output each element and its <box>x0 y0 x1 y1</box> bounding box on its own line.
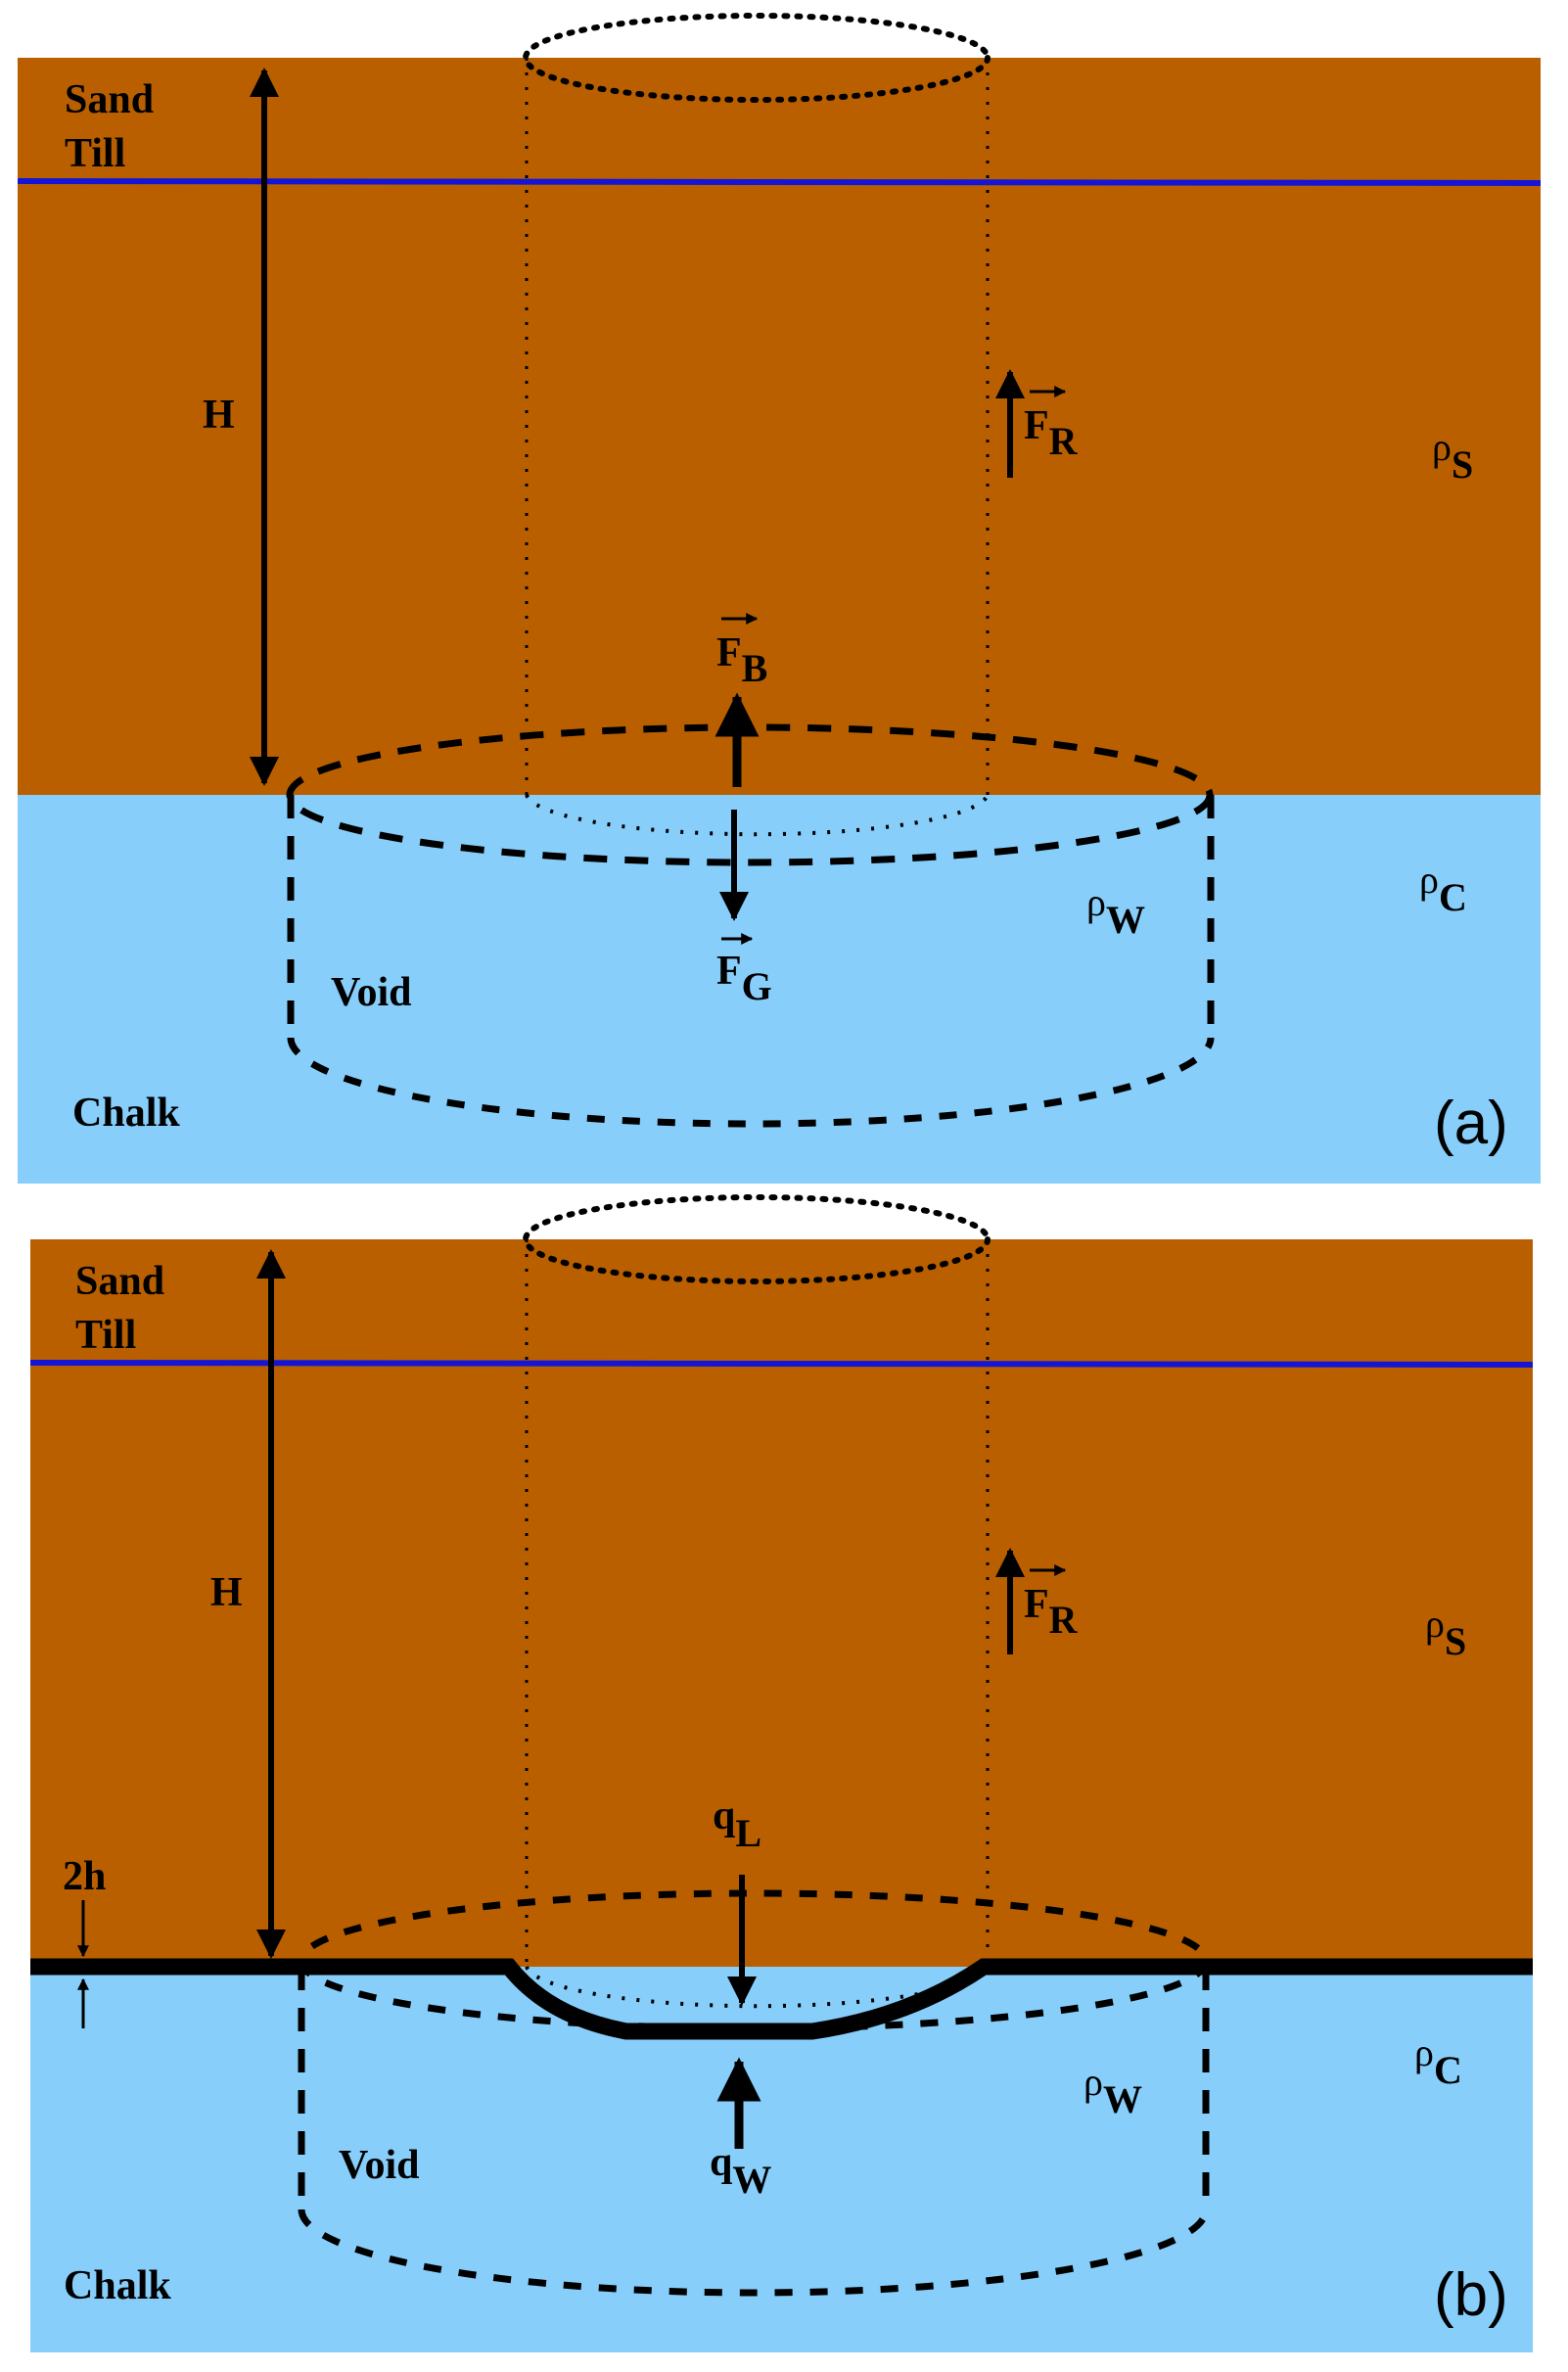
soil-layer <box>18 58 1541 795</box>
friction-force-label: FR <box>1024 403 1079 463</box>
panel-tag: (b) <box>1434 2261 1508 2329</box>
chalk-label: Chalk <box>64 2263 171 2308</box>
void-label: Void <box>339 2143 420 2188</box>
panel-a: Sand Till H FR FB FG ρS ρC ρW Void Chalk… <box>17 13 1542 1184</box>
till-label: Till <box>65 131 125 176</box>
sand-till-boundary <box>29 1360 1534 1368</box>
friction-force-label: FR <box>1024 1582 1079 1642</box>
soil-layer <box>30 1239 1533 1967</box>
chalk-label: Chalk <box>72 1091 180 1136</box>
rho-s-label: ρS <box>1425 1602 1466 1663</box>
sand-label: Sand <box>75 1259 164 1304</box>
rho-w-label: ρW <box>1086 880 1145 942</box>
buoyancy-force-label: FB <box>716 630 767 690</box>
gravity-force-label: FG <box>716 949 772 1008</box>
rho-c-label: ρC <box>1414 2030 1462 2092</box>
sand-label: Sand <box>65 77 154 122</box>
void-bottom-arc <box>298 2209 1210 2297</box>
chalk-layer <box>18 795 1541 1184</box>
load-pressure-label: qL <box>713 1793 761 1855</box>
panel-b: Sand Till H FR qL qW 2h ρS ρC ρW Void Ch… <box>29 1194 1534 2352</box>
sand-till-boundary <box>17 178 1542 186</box>
depth-label: H <box>210 1570 243 1615</box>
deflected-layer <box>30 1958 1533 2040</box>
panel-tag: (a) <box>1434 1090 1508 1157</box>
till-label: Till <box>75 1313 136 1358</box>
void-bottom-arc <box>287 1037 1215 1128</box>
water-pressure-label: qW <box>710 2140 771 2202</box>
thickness-label: 2h <box>63 1854 106 1899</box>
void-label: Void <box>331 970 412 1015</box>
rho-c-label: ρC <box>1419 858 1467 919</box>
depth-label: H <box>203 393 235 438</box>
rho-w-label: ρW <box>1084 2060 1142 2121</box>
rho-s-label: ρS <box>1432 425 1473 487</box>
